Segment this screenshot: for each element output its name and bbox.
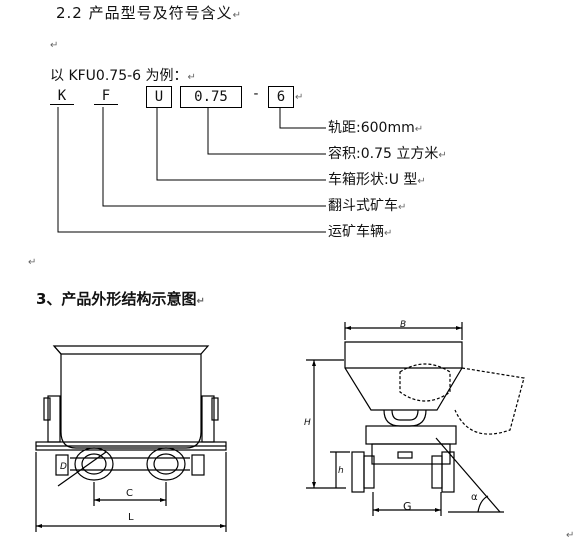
structure-heading: 3、产品外形结构示意图↵	[36, 290, 205, 308]
side-label-h: H	[304, 418, 311, 428]
legend-capacity: 容积:0.75 立方米↵	[328, 146, 447, 162]
example-intro: 以 KFU0.75-6 为例：↵	[50, 68, 196, 84]
front-label-c: C	[126, 488, 133, 499]
code-u: U	[146, 86, 172, 108]
legend-vehicle: 运矿车辆↵	[328, 224, 393, 240]
legend-shape: 车箱形状:U 型↵	[328, 172, 426, 188]
code-k: K	[50, 88, 74, 105]
code-capacity: 0.75	[180, 86, 242, 108]
paragraph-mark: ↵	[28, 257, 37, 268]
code-leader-lines	[57, 107, 326, 233]
side-label-alpha: α	[471, 492, 478, 503]
front-label-d: D	[60, 462, 67, 472]
side-label-h-small: h	[338, 466, 344, 476]
code-dash: -	[251, 86, 261, 102]
legend-gauge: 轨距:600mm↵	[328, 120, 424, 136]
paragraph-mark: ↵	[50, 40, 59, 51]
code-gauge: 6	[268, 86, 294, 108]
legend-type: 翻斗式矿车↵	[328, 198, 407, 214]
side-label-g: G	[403, 500, 412, 513]
side-label-b: B	[400, 320, 407, 330]
code-f: F	[94, 88, 118, 105]
front-label-l: L	[128, 512, 134, 523]
paragraph-mark: ↵	[295, 92, 304, 103]
section-title: 2.2 产品型号及符号含义↵	[56, 4, 243, 22]
paragraph-mark: ↵	[566, 530, 575, 541]
